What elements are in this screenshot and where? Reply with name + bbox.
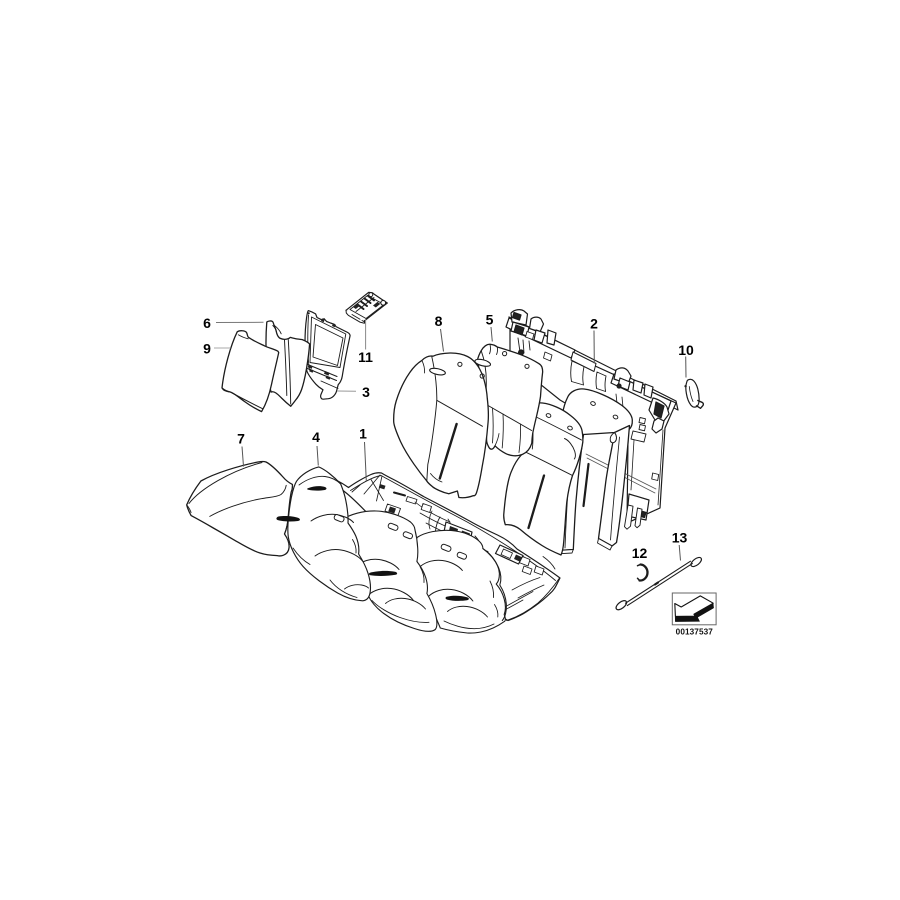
svg-text:5: 5 <box>486 311 494 327</box>
svg-text:2: 2 <box>590 315 598 331</box>
svg-text:7: 7 <box>237 430 245 446</box>
svg-text:6: 6 <box>203 315 211 331</box>
svg-text:4: 4 <box>312 429 320 445</box>
svg-text:12: 12 <box>632 545 648 561</box>
svg-text:00137537: 00137537 <box>676 627 714 636</box>
svg-text:1: 1 <box>359 425 367 441</box>
svg-text:10: 10 <box>678 342 694 358</box>
svg-text:3: 3 <box>362 384 370 400</box>
svg-text:8: 8 <box>435 313 443 329</box>
svg-text:13: 13 <box>672 529 688 545</box>
svg-text:9: 9 <box>203 340 211 356</box>
svg-text:11: 11 <box>358 349 373 365</box>
